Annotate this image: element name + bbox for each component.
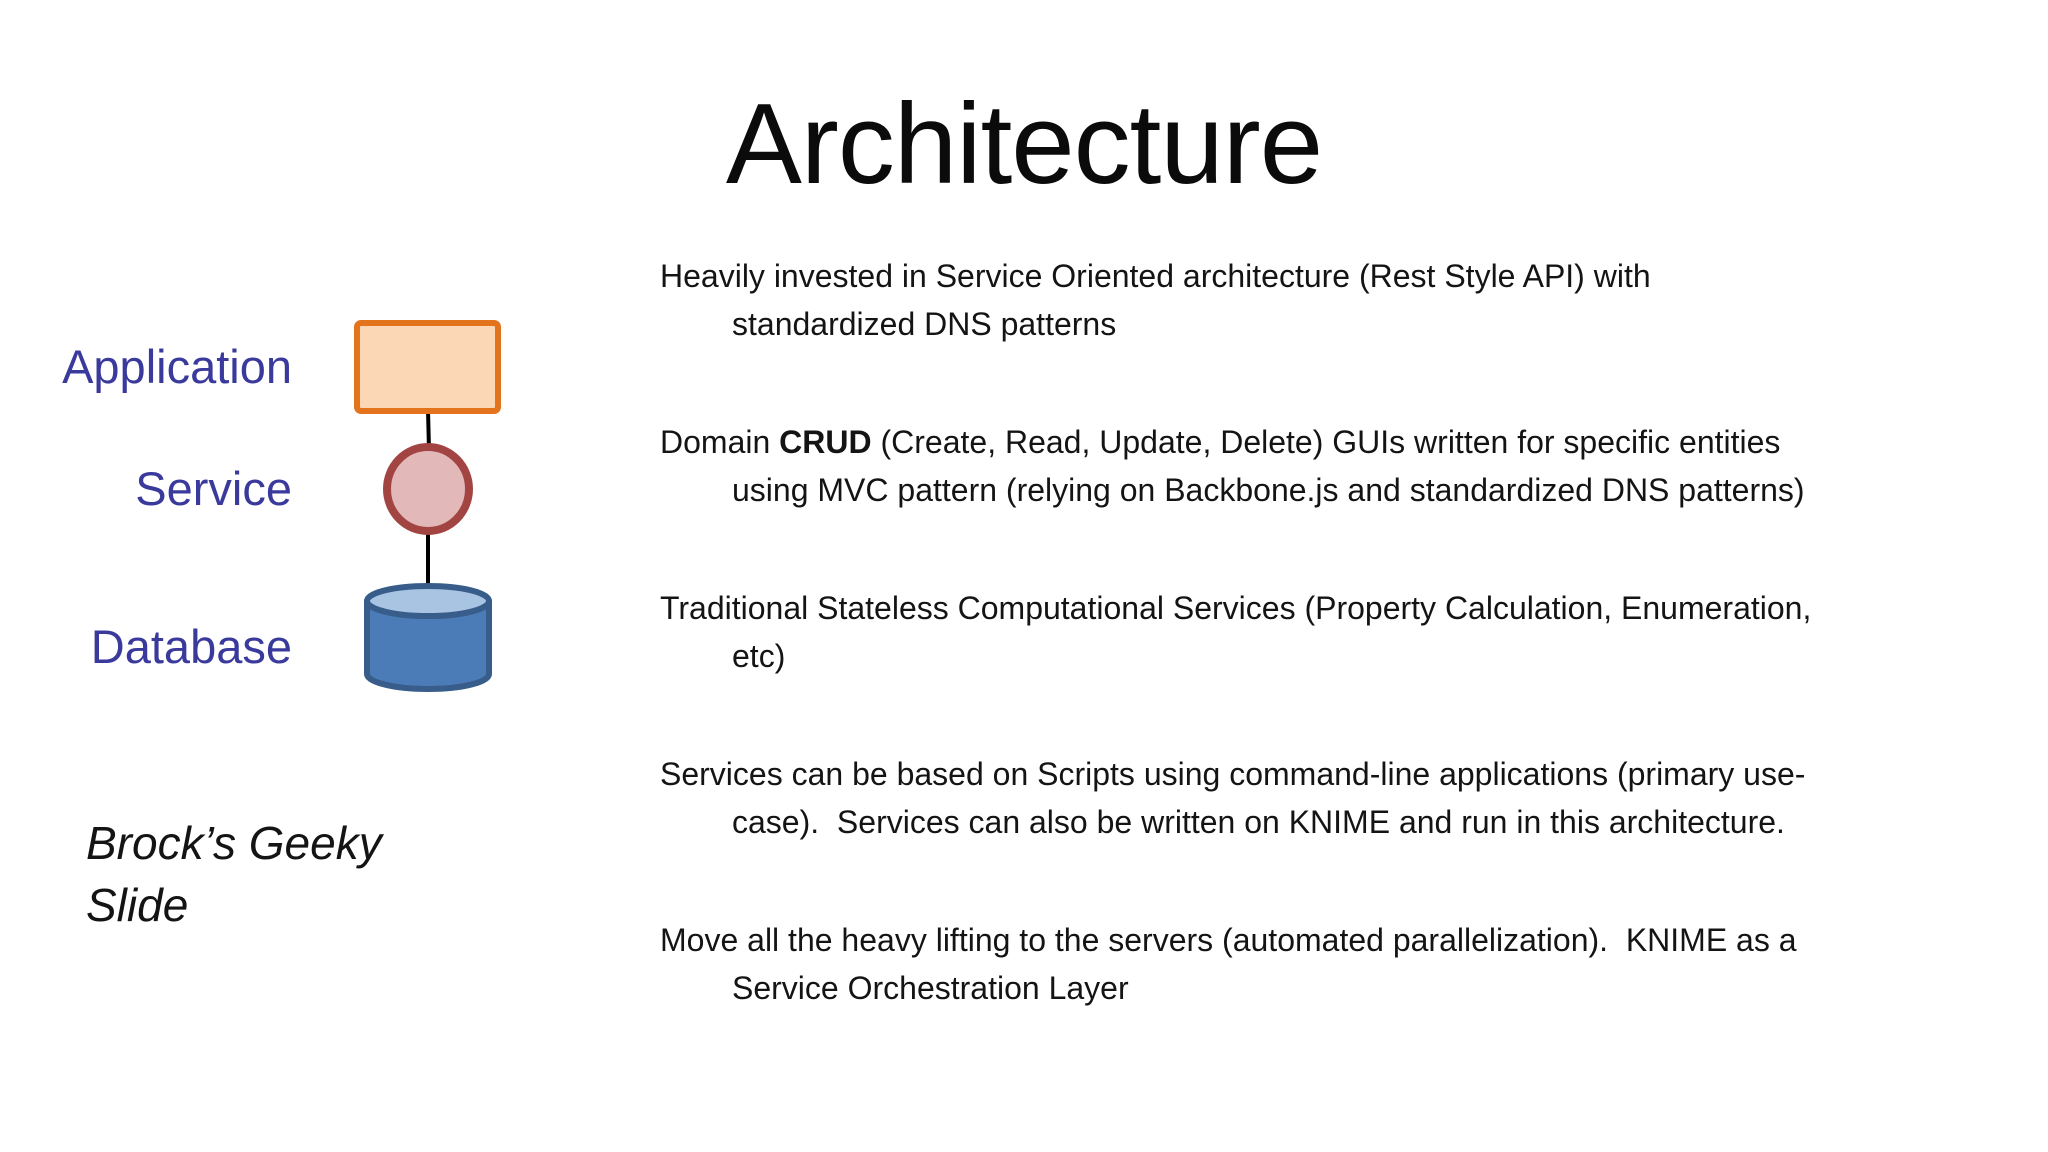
connector-app-service (426, 409, 431, 451)
bullet-paragraph: Services can be based on Scripts using c… (660, 750, 1835, 846)
service-circle-shape (383, 443, 473, 535)
slide-title: Architecture (725, 81, 1323, 208)
bullet-paragraph: Heavily invested in Service Oriented arc… (660, 252, 1835, 348)
label-service: Service (135, 462, 292, 515)
bullet-run-bold: CRUD (779, 424, 872, 460)
bullet-paragraph: Domain CRUD (Create, Read, Update, Delet… (660, 418, 1835, 514)
diagram-labels: Application Service Database (40, 0, 292, 1152)
bullet-run: (Create, Read, Update, Delete) GUIs writ… (732, 424, 1805, 508)
bullet-list: Heavily invested in Service Oriented arc… (660, 252, 1835, 1082)
bullet-run: Traditional Stateless Computational Serv… (660, 590, 1821, 674)
bullet-paragraph: Move all the heavy lifting to the server… (660, 916, 1835, 1012)
bullet-run: Services can be based on Scripts using c… (660, 756, 1806, 840)
label-database: Database (90, 620, 292, 673)
bullet-run: Domain (660, 424, 780, 460)
database-cylinder-top (364, 583, 492, 619)
application-box-shape (354, 320, 501, 414)
bullet-paragraph: Traditional Stateless Computational Serv… (660, 584, 1835, 680)
bullet-run: Heavily invested in Service Oriented arc… (660, 258, 1660, 342)
database-cylinder-body (364, 598, 492, 692)
label-application: Application (62, 340, 292, 393)
slide-caption: Brock’s Geeky Slide (86, 817, 382, 931)
bullet-run: Move all the heavy lifting to the server… (660, 922, 1806, 1006)
